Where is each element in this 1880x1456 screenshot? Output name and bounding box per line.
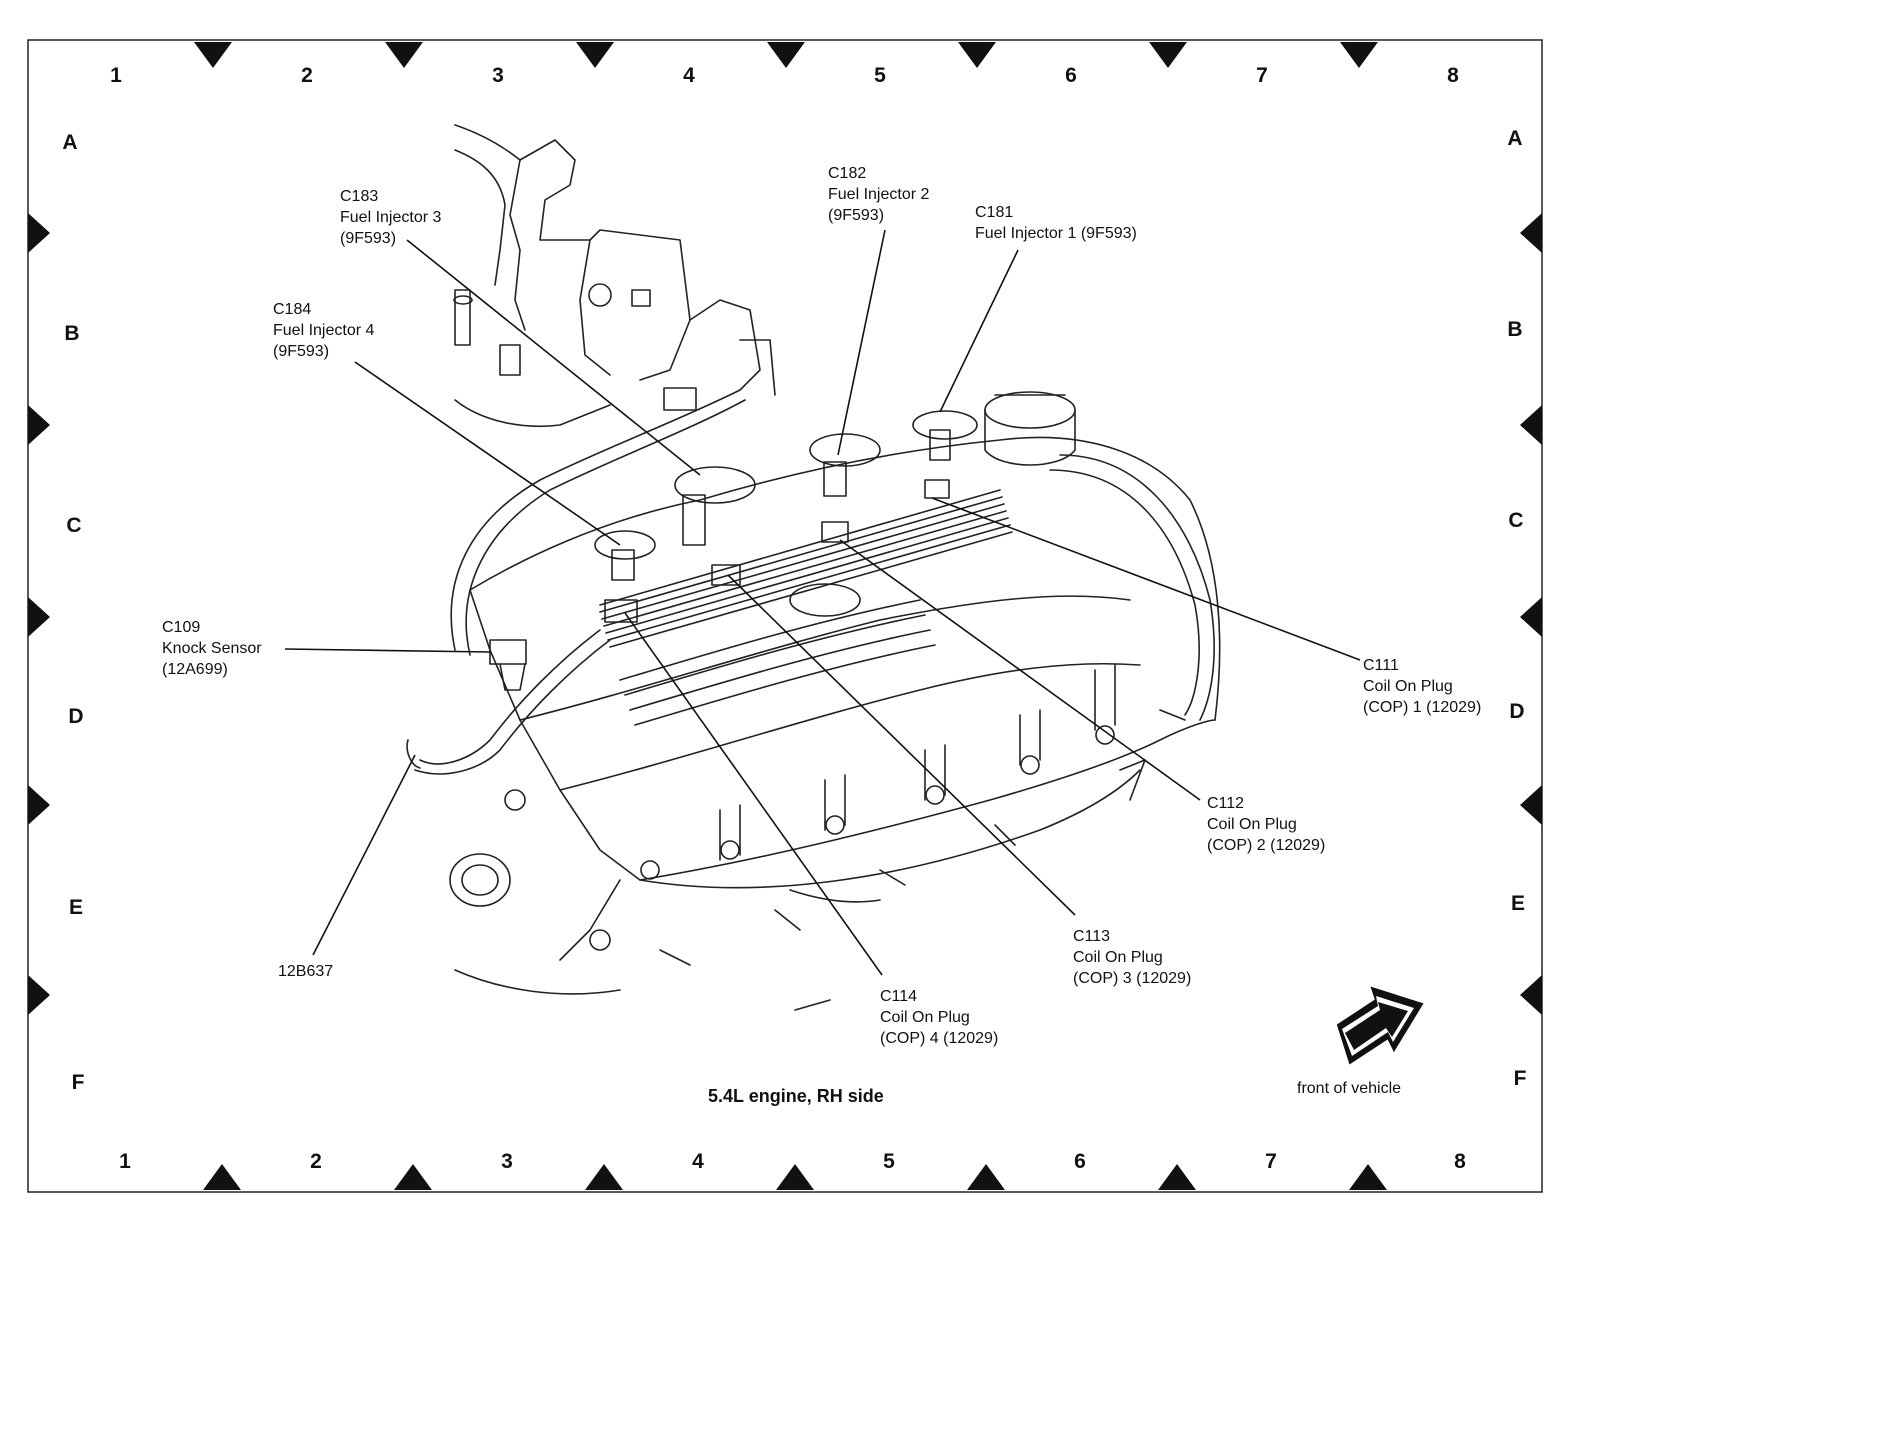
grid-col-top-7: 7 — [1256, 64, 1268, 87]
grid-col-top-2: 2 — [301, 64, 313, 87]
grid-row-right-A: A — [1507, 127, 1523, 150]
left-grid-markers — [28, 213, 50, 1015]
grid-col-top-3: 3 — [492, 64, 504, 87]
grid-row-right-D: D — [1509, 700, 1525, 723]
callout-c109-part: (12A699) — [162, 661, 228, 678]
grid-row-left-C: C — [66, 514, 82, 537]
callout-12b637-id: 12B637 — [278, 963, 334, 980]
callout-c181: C181 Fuel Injector 1 (9F593) — [975, 202, 1137, 244]
grid-col-bottom-5: 5 — [883, 1150, 895, 1173]
callout-12b637: 12B637 — [278, 961, 333, 982]
callout-c183-id: C183 — [340, 188, 379, 205]
callout-c113-id: C113 — [1073, 928, 1111, 945]
grid-row-right-F: F — [1513, 1067, 1527, 1090]
border — [27, 39, 1543, 1193]
grid-row-left-F: F — [71, 1071, 85, 1094]
callout-c112-id: C112 — [1207, 795, 1245, 812]
grid-row-left-D: D — [68, 705, 84, 728]
grid-row-right-E: E — [1510, 892, 1525, 915]
diagram-caption: 5.4L engine, RH side — [708, 1086, 884, 1106]
grid-row-left-B: B — [64, 322, 80, 345]
grid-col-bottom-1: 1 — [119, 1150, 131, 1173]
callout-c184-part: (9F593) — [273, 343, 330, 360]
callout-c114-part: (COP) 4 (12029) — [880, 1030, 999, 1047]
grid-col-bottom-3: 3 — [501, 1150, 513, 1173]
grid-col-bottom-7: 7 — [1265, 1150, 1277, 1173]
callout-c109-name: Knock Sensor — [162, 640, 262, 657]
callout-c111-name: Coil On Plug — [1363, 678, 1453, 695]
callout-c183-part: (9F593) — [340, 230, 397, 247]
callout-c114-id: C114 — [880, 988, 918, 1005]
callout-c181-id: C181 — [975, 204, 1014, 221]
callout-c112-name: Coil On Plug — [1207, 816, 1297, 833]
callout-c113-name: Coil On Plug — [1073, 949, 1163, 966]
callout-c114: C114 Coil On Plug (COP) 4 (12029) — [880, 986, 998, 1049]
callout-c183: C183 Fuel Injector 3 (9F593) — [340, 186, 441, 249]
top-grid-markers — [194, 42, 1378, 68]
callout-c111: C111 Coil On Plug (COP) 1 (12029) — [1363, 655, 1481, 718]
callout-c182-id: C182 — [828, 165, 867, 182]
front-of-vehicle-label: front of vehicle — [1297, 1080, 1402, 1097]
grid-col-top-8: 8 — [1447, 64, 1459, 87]
grid-row-right-B: B — [1507, 318, 1523, 341]
grid-col-bottom-4: 4 — [692, 1150, 704, 1173]
callout-c111-part: (COP) 1 (12029) — [1363, 699, 1482, 716]
grid-col-top-1: 1 — [110, 64, 122, 87]
callout-c183-name: Fuel Injector 3 — [340, 209, 442, 226]
grid-col-bottom-2: 2 — [310, 1150, 322, 1173]
callout-c112-part: (COP) 2 (12029) — [1207, 837, 1326, 854]
callout-c182-name: Fuel Injector 2 — [828, 186, 930, 203]
grid-row-left-E: E — [68, 896, 83, 919]
callout-c109: C109 Knock Sensor (12A699) — [162, 617, 262, 680]
grid-col-bottom-8: 8 — [1454, 1150, 1466, 1173]
grid-col-bottom-6: 6 — [1074, 1150, 1086, 1173]
callout-c184-name: Fuel Injector 4 — [273, 322, 375, 339]
grid-col-top-5: 5 — [874, 64, 886, 87]
callout-c114-name: Coil On Plug — [880, 1009, 970, 1026]
grid-row-left-A: A — [62, 131, 78, 154]
leader-lines — [284, 229, 1361, 976]
callout-c113-part: (COP) 3 (12029) — [1073, 970, 1192, 987]
callout-c111-id: C111 — [1363, 657, 1399, 674]
callout-c109-id: C109 — [162, 619, 201, 636]
grid-col-top-4: 4 — [683, 64, 695, 87]
callout-c184: C184 Fuel Injector 4 (9F593) — [273, 299, 374, 362]
grid-row-right-C: C — [1508, 509, 1524, 532]
right-grid-markers — [1520, 213, 1542, 1015]
callout-c181-name: Fuel Injector 1 (9F593) — [975, 225, 1137, 242]
engine-illustration — [406, 124, 1221, 1011]
grid-col-top-6: 6 — [1065, 64, 1077, 87]
diagram-frame — [27, 39, 1543, 1193]
callout-c184-id: C184 — [273, 301, 312, 318]
bottom-grid-markers — [203, 1164, 1387, 1190]
callout-c112: C112 Coil On Plug (COP) 2 (12029) — [1207, 793, 1325, 856]
callout-c182-part: (9F593) — [828, 207, 885, 224]
callout-c113: C113 Coil On Plug (COP) 3 (12029) — [1073, 926, 1191, 989]
callout-c182: C182 Fuel Injector 2 (9F593) — [828, 163, 929, 226]
front-arrow-icon — [1336, 986, 1424, 1065]
